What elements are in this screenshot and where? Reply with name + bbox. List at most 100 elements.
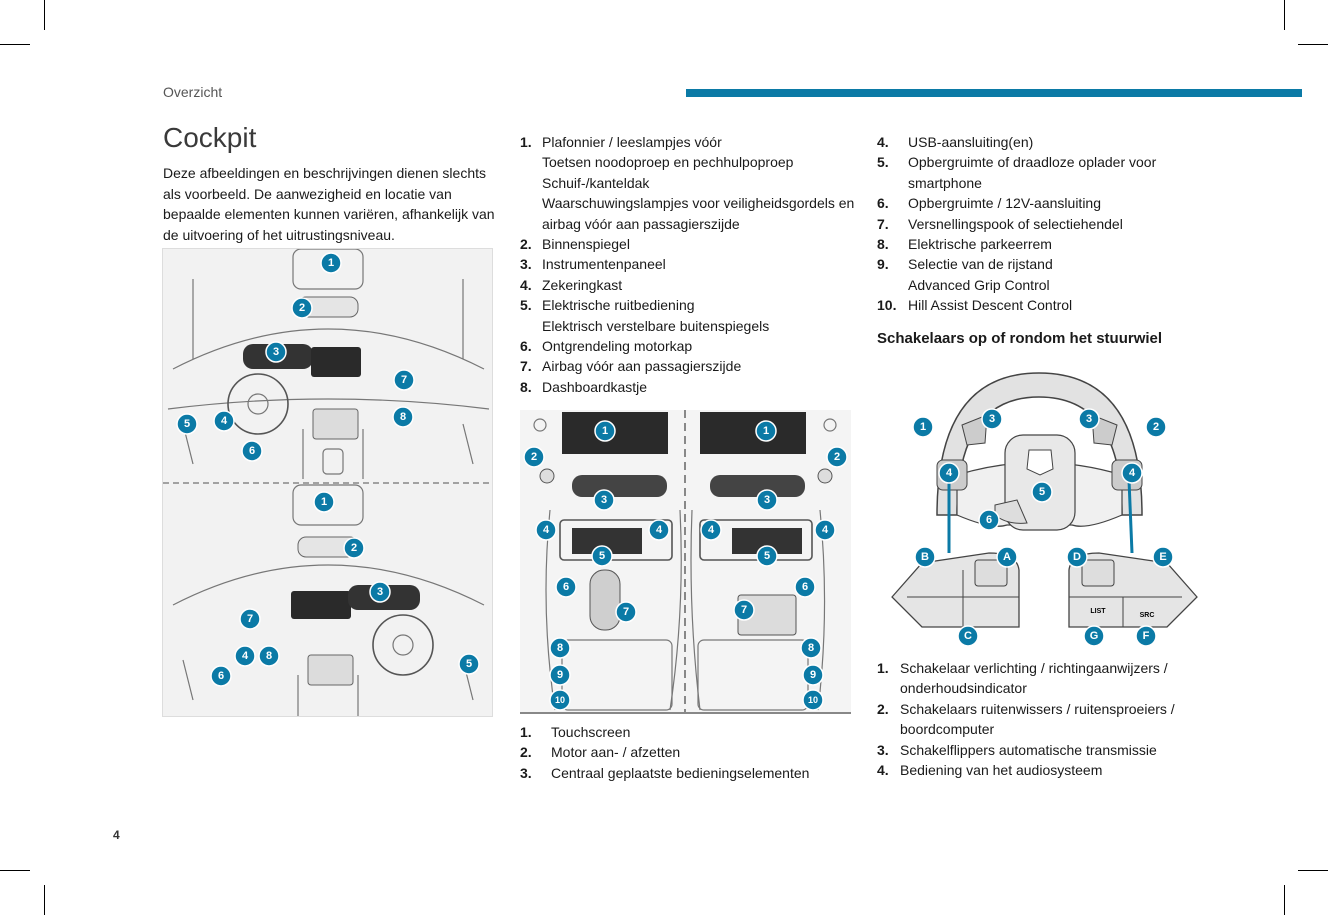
list-item: 8.Dashboardkastje	[520, 378, 648, 395]
list-item: 9.Selectie van de rijstand	[877, 256, 1053, 273]
svg-text:F: F	[1143, 630, 1150, 642]
section-label: Overzicht	[163, 84, 223, 100]
svg-text:7: 7	[623, 606, 629, 618]
callout-badges: 1 3 3 2 4 4 5 6 B A D E C G F	[912, 408, 1174, 647]
svg-text:7: 7	[401, 374, 407, 386]
crop-mark	[1284, 0, 1285, 30]
console-components-list-b: 4.USB-aansluiting(en) 5.Opbergruimte of …	[877, 132, 1177, 316]
list-item: 4.Bediening van het audiosysteem	[877, 762, 1103, 779]
callout-badges: 1 2 3 7 8 4 5 6 1 2 3 7 4 8 5 6	[176, 252, 480, 687]
src-button-label: SRC	[1140, 612, 1155, 619]
svg-text:9: 9	[810, 669, 816, 681]
list-item: 1.Schakelaar verlichting / richtingaanwi…	[877, 660, 1168, 697]
svg-text:6: 6	[563, 581, 569, 593]
svg-text:2: 2	[834, 451, 840, 463]
center-console-figure: 1 1 2 2 3 3 4 4 4 4 5 5 6 6 7 7 8 8 9 9 …	[520, 410, 851, 715]
svg-text:4: 4	[242, 650, 249, 662]
svg-text:10: 10	[808, 695, 818, 705]
svg-text:7: 7	[741, 604, 747, 616]
cockpit-drawing-lhd	[167, 249, 490, 479]
svg-text:5: 5	[466, 658, 472, 670]
crop-mark	[1298, 44, 1328, 45]
list-item: Toetsen noodoproep en pechhulpoproep	[542, 154, 794, 171]
svg-text:4: 4	[708, 524, 715, 536]
svg-text:1: 1	[328, 257, 334, 269]
steering-controls-list: 1.Schakelaar verlichting / richtingaanwi…	[877, 658, 1187, 780]
list-item: 2.Schakelaars ruitenwissers / ruitenspro…	[877, 700, 1175, 738]
svg-text:8: 8	[557, 642, 563, 654]
svg-text:2: 2	[351, 542, 357, 554]
list-item: Waarschuwingslampjes voor veiligheidsgor…	[542, 195, 855, 232]
svg-text:4: 4	[656, 524, 663, 536]
svg-text:1: 1	[321, 496, 327, 508]
list-item: 2.Binnenspiegel	[520, 236, 630, 253]
list-item: Elektrisch verstelbare buitenspiegels	[542, 317, 770, 334]
svg-text:8: 8	[400, 411, 406, 423]
list-item: 1.Touchscreen	[520, 724, 631, 740]
svg-text:5: 5	[599, 550, 605, 562]
svg-text:2: 2	[531, 451, 537, 463]
steering-controls-heading: Schakelaars op of rondom het stuurwiel	[877, 330, 1163, 347]
svg-text:4: 4	[221, 415, 228, 427]
console-components-list-a: 1.Touchscreen 2.Motor aan- / afzetten 3.…	[520, 722, 855, 783]
crop-mark	[0, 44, 30, 45]
svg-text:3: 3	[273, 346, 279, 358]
console-drawing-left	[533, 412, 682, 711]
crop-mark	[1298, 870, 1328, 871]
steering-wheel-figure: LIST SRC 1 3 3 2 4 4 5 6 B A D E C G F	[877, 365, 1202, 650]
list-item: 4.USB-aansluiting(en)	[877, 134, 1034, 150]
list-item: Advanced Grip Control	[908, 276, 1050, 293]
list-item: 6.Opbergruimte / 12V-aansluiting	[877, 195, 1101, 212]
svg-text:1: 1	[920, 421, 926, 433]
list-item: 3.Instrumentenpaneel	[520, 256, 666, 273]
page-number: 4	[113, 828, 120, 842]
crop-mark	[44, 885, 45, 915]
svg-text:8: 8	[808, 642, 814, 654]
svg-text:9: 9	[557, 669, 563, 681]
svg-text:10: 10	[555, 695, 565, 705]
list-item: 10.Hill Assist Descent Control	[877, 297, 1073, 314]
list-item: 6.Ontgrendeling motorkap	[520, 338, 693, 355]
intro-paragraph: Deze afbeeldingen en beschrijvingen dien…	[163, 165, 495, 243]
list-item: 4.Zekeringkast	[520, 276, 623, 293]
crop-mark	[44, 0, 45, 30]
cockpit-figure: 1 2 3 7 8 4 5 6 1 2 3 7 4 8 5 6	[162, 248, 493, 717]
svg-text:3: 3	[989, 413, 995, 425]
list-button-label: LIST	[1090, 608, 1106, 615]
svg-text:3: 3	[764, 494, 770, 506]
list-item: 2.Motor aan- / afzetten	[520, 744, 681, 761]
crop-mark	[0, 870, 30, 871]
list-item: 8.Elektrische parkeerrem	[877, 236, 1052, 253]
list-item: 3.Schakelflippers automatische transmiss…	[877, 741, 1157, 758]
list-item: 3.Centraal geplaatste bedieningselemente…	[520, 764, 810, 781]
svg-text:A: A	[1003, 551, 1011, 563]
crop-mark	[1284, 885, 1285, 915]
svg-text:4: 4	[946, 467, 953, 479]
callout-badges: 1 1 2 2 3 3 4 4 4 4 5 5 6 6 7 7 8 8 9 9 …	[523, 420, 848, 711]
svg-text:G: G	[1090, 630, 1099, 642]
list-item: 7.Airbag vóór aan passagierszijde	[520, 358, 742, 375]
list-item: 7.Versnellingspook of selectiehendel	[877, 215, 1123, 232]
page-title: Cockpit	[163, 122, 257, 153]
svg-text:D: D	[1073, 551, 1081, 563]
svg-text:7: 7	[247, 613, 253, 625]
svg-text:2: 2	[1153, 421, 1159, 433]
section-accent-bar	[686, 89, 1302, 97]
svg-text:C: C	[964, 630, 972, 642]
svg-text:6: 6	[802, 581, 808, 593]
svg-text:3: 3	[377, 586, 383, 598]
svg-text:3: 3	[1086, 413, 1092, 425]
svg-text:5: 5	[764, 550, 770, 562]
svg-text:1: 1	[602, 425, 608, 437]
svg-text:4: 4	[1129, 467, 1136, 479]
svg-text:5: 5	[184, 418, 190, 430]
svg-text:6: 6	[249, 445, 255, 457]
cockpit-components-list: 1.Plafonnier / leeslampjes vóór Toetsen …	[520, 132, 855, 397]
svg-text:3: 3	[601, 494, 607, 506]
svg-text:4: 4	[822, 524, 829, 536]
svg-text:2: 2	[299, 302, 305, 314]
list-item: 1.Plafonnier / leeslampjes vóór	[520, 134, 722, 150]
svg-text:6: 6	[218, 670, 224, 682]
svg-text:8: 8	[266, 650, 272, 662]
svg-text:E: E	[1159, 551, 1166, 563]
